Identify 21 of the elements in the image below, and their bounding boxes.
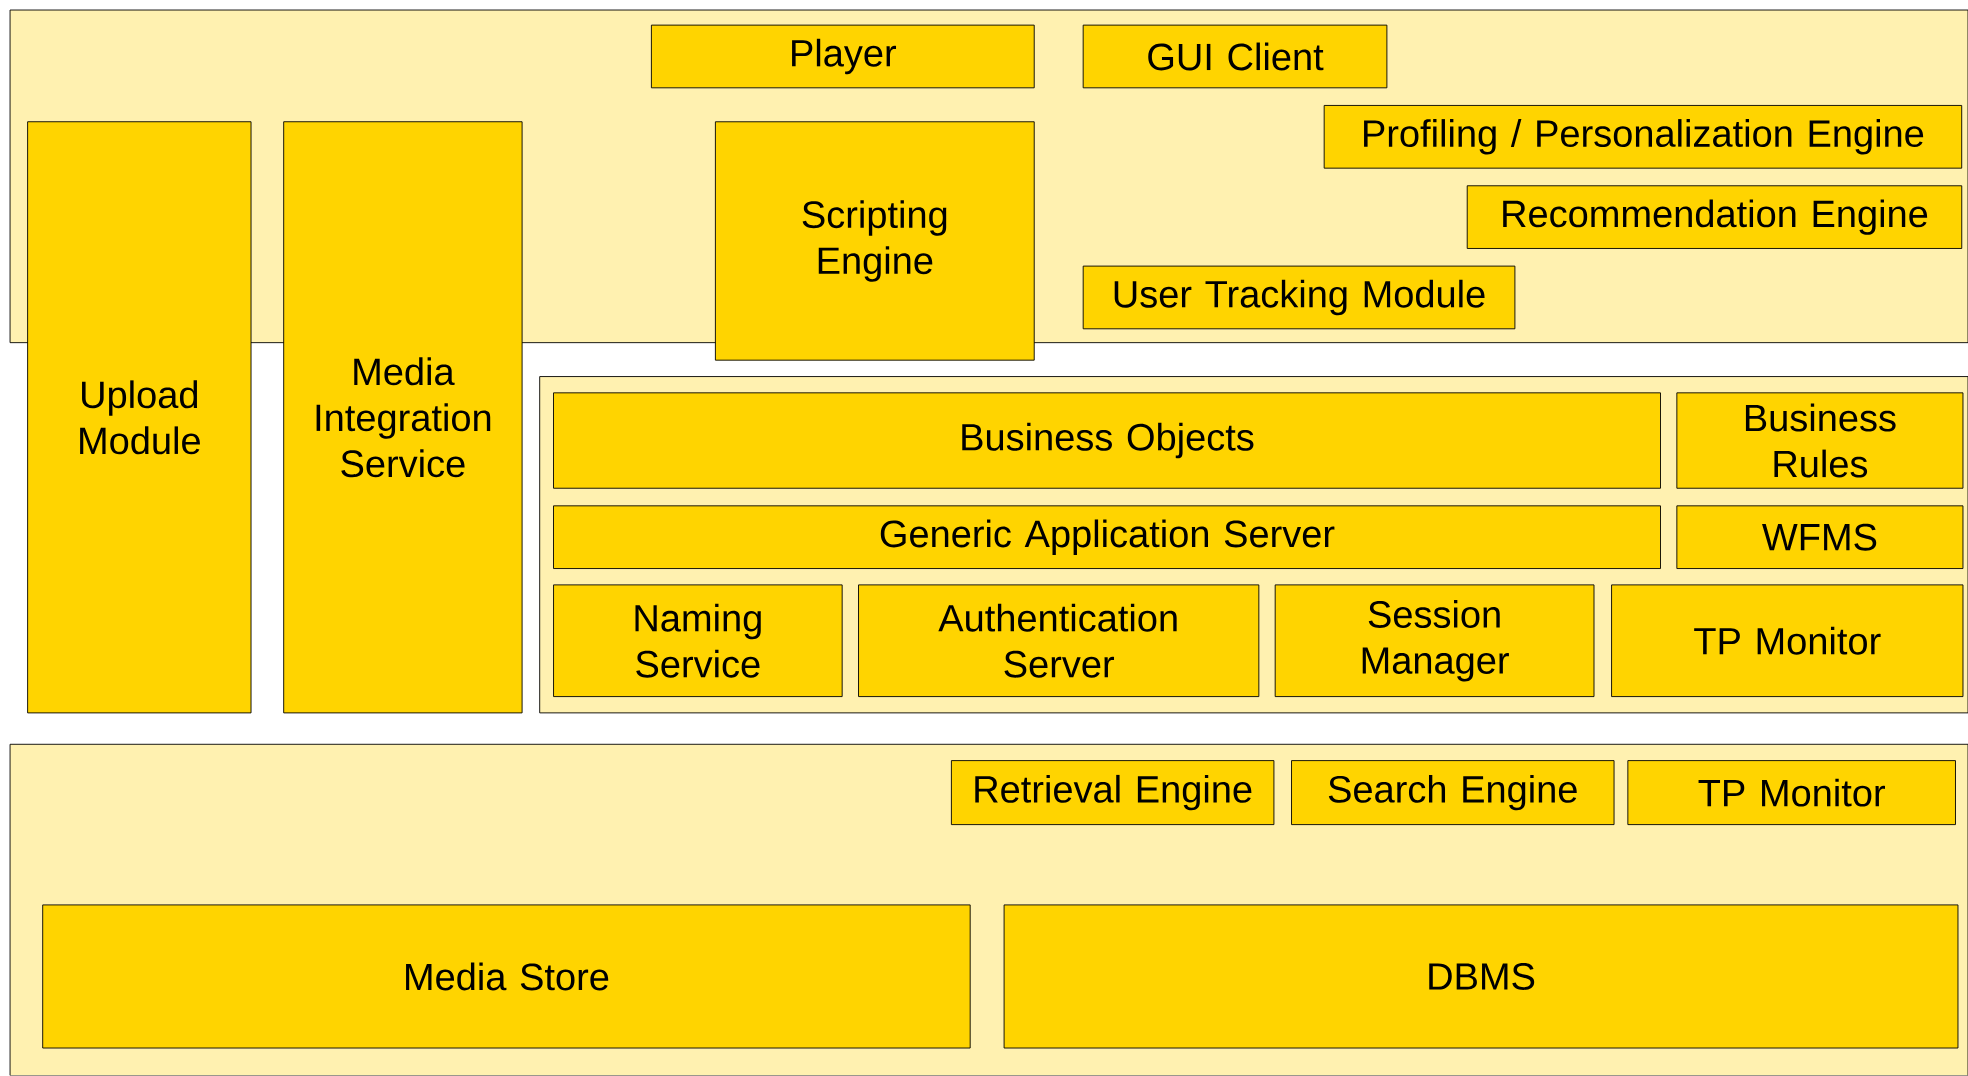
component-box: Authentication Server (858, 584, 1260, 698)
component-box: Media Integration Service (283, 121, 523, 714)
component-box: Scripting Engine (714, 121, 1035, 361)
component-box: Generic Application Server (553, 505, 1661, 570)
component-box: Profiling / Personalization Engine (1323, 105, 1963, 169)
component-box: Naming Service (553, 584, 843, 698)
component-box: User Tracking Module (1082, 265, 1516, 330)
component-box: Search Engine (1291, 760, 1615, 826)
component-box: DBMS (1003, 904, 1959, 1049)
component-box: Media Store (42, 904, 971, 1049)
component-box: TP Monitor (1627, 760, 1956, 826)
component-box: GUI Client (1082, 24, 1388, 89)
component-box: Session Manager (1274, 584, 1595, 698)
component-box: Business Rules (1676, 392, 1964, 489)
component-box: Upload Module (27, 121, 252, 714)
component-box: Business Objects (553, 392, 1661, 489)
component-box: Retrieval Engine (950, 760, 1275, 826)
component-box: WFMS (1676, 505, 1964, 570)
component-box: Recommendation Engine (1466, 185, 1963, 250)
component-box: TP Monitor (1611, 584, 1964, 698)
component-box: Player (650, 24, 1035, 89)
